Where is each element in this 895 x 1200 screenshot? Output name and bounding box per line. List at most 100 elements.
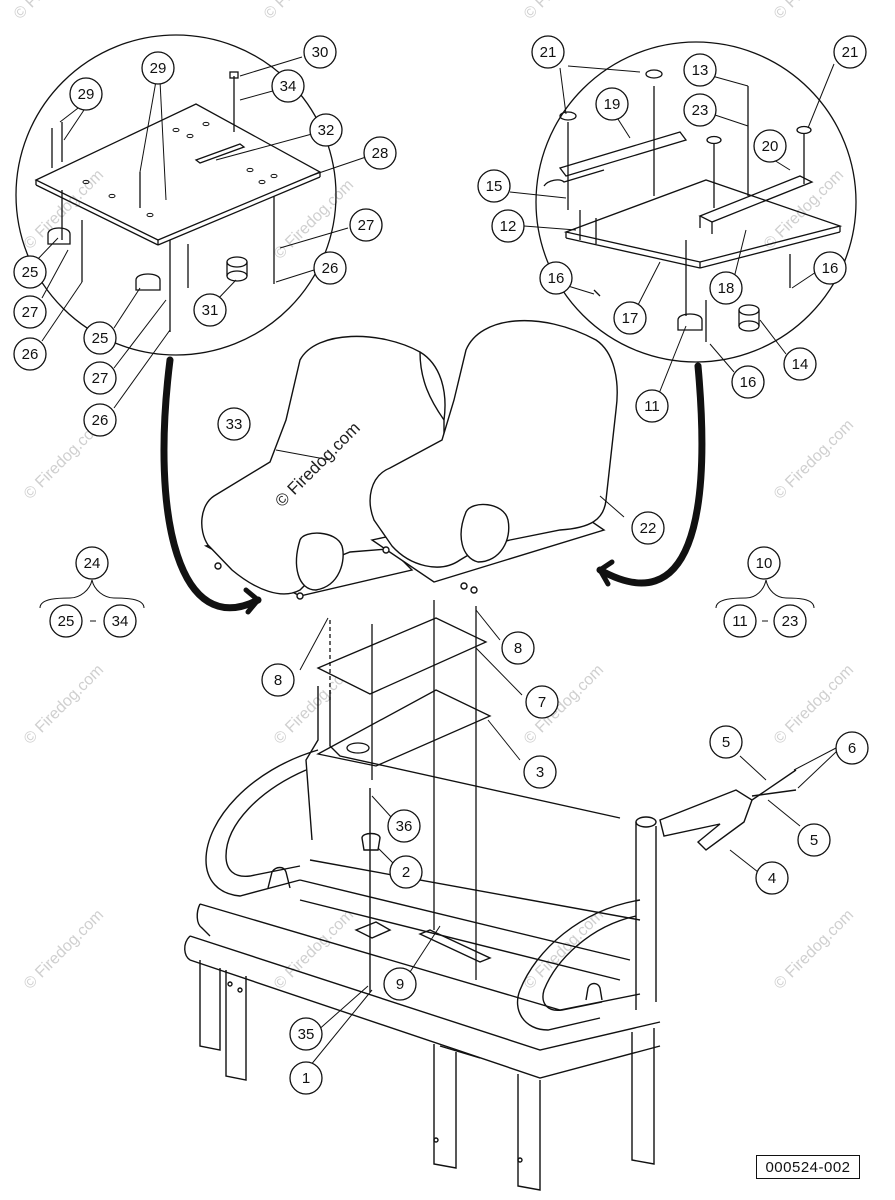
callout-2: 2 bbox=[389, 855, 423, 889]
callout-20: 20 bbox=[753, 129, 787, 163]
leader-lines bbox=[35, 56, 837, 1067]
callouts: 30 34 29 29 32 28 27 26 31 25 27 26 25 2… bbox=[13, 35, 869, 1095]
svg-text:19: 19 bbox=[604, 96, 621, 113]
callout-29: 29 bbox=[69, 77, 103, 111]
callout-32: 32 bbox=[309, 113, 343, 147]
watermark: © Firedog.com bbox=[11, 0, 97, 23]
watermark: © Firedog.com bbox=[271, 906, 357, 992]
callout-3: 3 bbox=[523, 755, 557, 789]
seat-hinge-bracket bbox=[135, 273, 161, 291]
callout-33: 33 bbox=[217, 407, 251, 441]
watermark: © Firedog.com bbox=[521, 906, 607, 992]
svg-text:21: 21 bbox=[842, 44, 859, 61]
callout-21: 21 bbox=[833, 35, 867, 69]
callout-22: 22 bbox=[631, 511, 665, 545]
svg-text:22: 22 bbox=[640, 520, 657, 537]
callout-5: 5 bbox=[797, 823, 831, 857]
assembly-arrows bbox=[160, 356, 706, 615]
svg-text:25: 25 bbox=[22, 264, 39, 281]
svg-text:34: 34 bbox=[112, 613, 129, 630]
svg-text:15: 15 bbox=[486, 178, 503, 195]
seat-rail bbox=[698, 175, 814, 223]
svg-text:33: 33 bbox=[226, 416, 243, 433]
svg-text:17: 17 bbox=[622, 310, 639, 327]
left-arrow bbox=[160, 356, 262, 612]
callout-4: 4 bbox=[755, 861, 789, 895]
callout-9: 9 bbox=[383, 967, 417, 1001]
callout-16: 16 bbox=[539, 261, 573, 295]
left-seat-plate bbox=[34, 103, 322, 241]
seat-plate-upper bbox=[316, 617, 488, 695]
svg-text:21: 21 bbox=[540, 44, 557, 61]
callout-30: 30 bbox=[303, 35, 337, 69]
watermark: © Firedog.com bbox=[521, 0, 607, 23]
drawing-code: 000524-002 bbox=[756, 1155, 860, 1179]
plate-slot bbox=[194, 143, 246, 164]
svg-text:18: 18 bbox=[718, 280, 735, 297]
svg-text:32: 32 bbox=[318, 122, 335, 139]
svg-text:26: 26 bbox=[92, 412, 109, 429]
svg-text:20: 20 bbox=[762, 138, 779, 155]
callout-26: 26 bbox=[83, 403, 117, 437]
svg-text:5: 5 bbox=[722, 734, 730, 751]
svg-text:8: 8 bbox=[274, 672, 282, 689]
svg-text:5: 5 bbox=[810, 832, 818, 849]
svg-text:23: 23 bbox=[782, 613, 799, 630]
callout-25: 25 bbox=[13, 255, 47, 289]
callout-17: 17 bbox=[613, 301, 647, 335]
watermark: © Firedog.com bbox=[21, 906, 107, 992]
right-seat-cushion bbox=[369, 319, 618, 568]
svg-text:25: 25 bbox=[58, 613, 75, 630]
watermark: © Firedog.com bbox=[771, 906, 857, 992]
svg-text:7: 7 bbox=[538, 694, 546, 711]
callout-10: 10 bbox=[747, 546, 781, 580]
callout-5: 5 bbox=[709, 725, 743, 759]
callout-18: 18 bbox=[709, 271, 743, 305]
svg-text:2: 2 bbox=[402, 864, 410, 881]
left-detail-view bbox=[15, 34, 337, 356]
svg-text:10: 10 bbox=[756, 555, 773, 572]
callout-34: 34 bbox=[271, 69, 305, 103]
callout-12: 12 bbox=[491, 209, 525, 243]
svg-text:34: 34 bbox=[280, 78, 297, 95]
svg-text:27: 27 bbox=[92, 370, 109, 387]
svg-text:11: 11 bbox=[644, 398, 660, 415]
seat-hinge-bracket bbox=[47, 227, 71, 245]
bumper bbox=[738, 304, 760, 316]
seat-frame bbox=[184, 686, 797, 1191]
callout-15: 15 bbox=[477, 169, 511, 203]
right-arrow bbox=[596, 362, 706, 587]
watermark: © Firedog.com bbox=[271, 176, 357, 262]
svg-text:16: 16 bbox=[548, 270, 565, 287]
svg-text:3: 3 bbox=[536, 764, 544, 781]
svg-text:26: 26 bbox=[322, 260, 339, 277]
callout-29: 29 bbox=[141, 51, 175, 85]
svg-text:1: 1 bbox=[302, 1070, 310, 1087]
right-detail-view bbox=[535, 41, 857, 363]
svg-text:36: 36 bbox=[396, 818, 413, 835]
watermark: © Firedog.com bbox=[261, 0, 347, 23]
right-detail-circle bbox=[535, 41, 857, 363]
svg-text:29: 29 bbox=[78, 86, 95, 103]
callout-26: 26 bbox=[313, 251, 347, 285]
svg-text:28: 28 bbox=[372, 145, 389, 162]
callout-8: 8 bbox=[501, 631, 535, 665]
callout-14: 14 bbox=[783, 347, 817, 381]
callout-27: 27 bbox=[83, 361, 117, 395]
callout-11: 11 bbox=[723, 604, 757, 638]
watermark: © Firedog.com bbox=[771, 416, 857, 502]
svg-text:35: 35 bbox=[298, 1026, 315, 1043]
svg-text:31: 31 bbox=[202, 302, 219, 319]
svg-text:27: 27 bbox=[358, 217, 375, 234]
watermark: © Firedog.com bbox=[771, 0, 857, 23]
svg-text:16: 16 bbox=[822, 260, 839, 277]
callout-28: 28 bbox=[363, 136, 397, 170]
callout-16: 16 bbox=[731, 365, 765, 399]
callout-13: 13 bbox=[683, 53, 717, 87]
callout-25: 25 bbox=[49, 604, 83, 638]
seat-assembly bbox=[201, 319, 618, 600]
svg-text:14: 14 bbox=[792, 356, 809, 373]
svg-text:11: 11 bbox=[732, 613, 748, 630]
callout-27: 27 bbox=[13, 295, 47, 329]
